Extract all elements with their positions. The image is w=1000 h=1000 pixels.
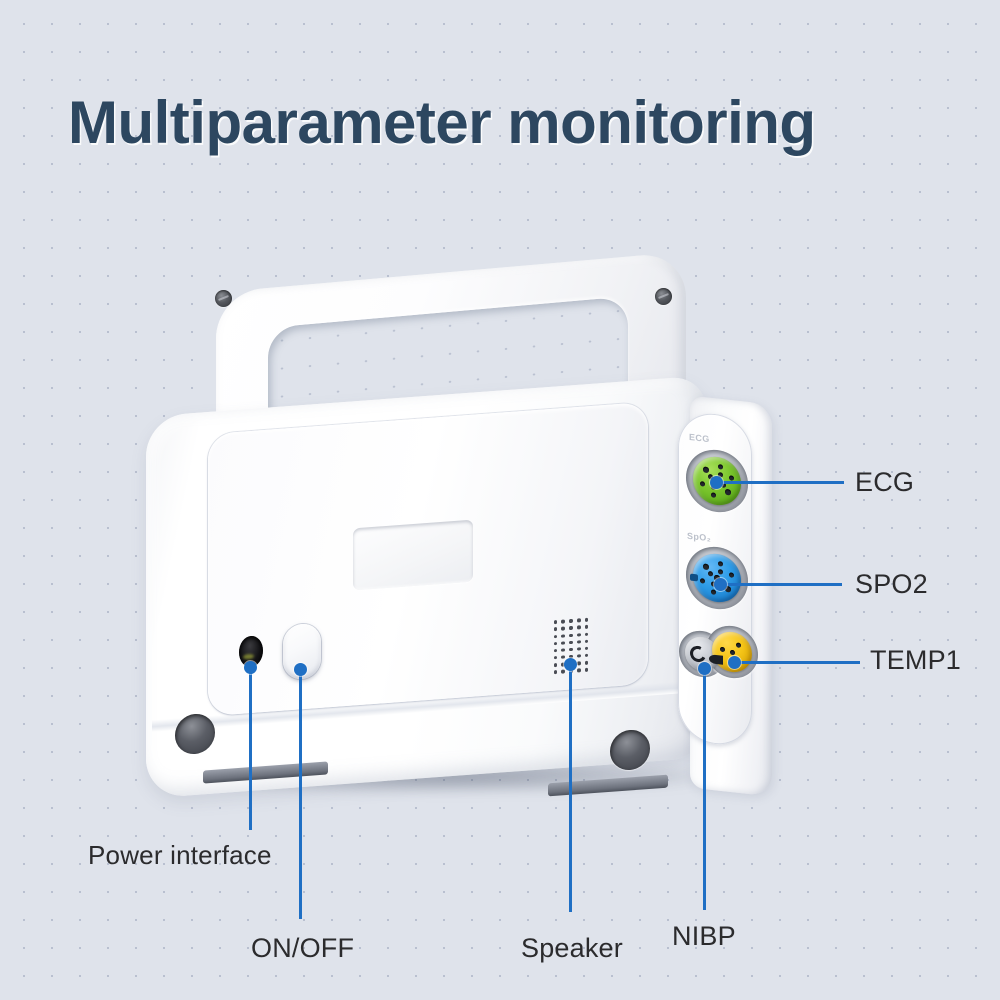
- callout-label-temp1: TEMP1: [870, 645, 962, 675]
- connector-pin-hole: [717, 560, 724, 567]
- speaker-hole: [553, 648, 558, 653]
- callout-anchor-power: [244, 661, 257, 674]
- speaker-hole: [576, 668, 581, 673]
- connector-pin-hole: [719, 646, 725, 653]
- callout-label-onoff: ON/OFF: [251, 933, 355, 963]
- speaker-hole: [553, 670, 558, 675]
- connector-pin-hole: [703, 466, 709, 473]
- speaker-hole: [561, 641, 565, 645]
- speaker-hole: [569, 647, 573, 652]
- connector-pin-hole: [717, 463, 724, 470]
- speaker-hole: [576, 618, 581, 623]
- speaker-hole: [584, 660, 589, 665]
- callout-line-nibp: [703, 668, 706, 910]
- speaker-hole: [584, 653, 589, 658]
- callout-anchor-ecg: [710, 476, 723, 489]
- connector-pin-hole: [735, 642, 741, 648]
- connector-pin-hole: [710, 492, 717, 499]
- callout-anchor-spo2: [714, 578, 727, 591]
- speaker-hole: [584, 632, 589, 637]
- speaker-hole: [553, 641, 558, 646]
- speaker-hole: [576, 632, 581, 637]
- speaker-hole: [561, 669, 565, 674]
- page-title: Multiparameter monitoring: [68, 89, 816, 156]
- speaker-hole: [553, 627, 558, 632]
- speaker-hole: [576, 625, 581, 630]
- callout-label-spo2: SPO2: [855, 569, 928, 599]
- speaker-hole: [553, 655, 558, 660]
- speaker-hole: [569, 626, 573, 631]
- speaker-hole: [553, 634, 558, 639]
- speaker-hole: [576, 661, 581, 666]
- speaker-hole: [569, 619, 573, 623]
- speaker-hole: [561, 619, 565, 624]
- callout-anchor-nibp: [698, 662, 711, 675]
- handle-screw-left-icon: [215, 290, 232, 307]
- connector-pin-hole: [717, 568, 724, 575]
- speaker-hole: [576, 639, 581, 644]
- speaker-hole: [584, 646, 589, 651]
- speaker-hole: [576, 647, 581, 651]
- callout-line-speaker: [569, 664, 572, 912]
- speaker-hole: [569, 633, 573, 638]
- speaker-hole: [584, 617, 589, 622]
- callout-label-nibp: NIBP: [672, 921, 736, 951]
- speaker-hole: [561, 633, 565, 638]
- speaker-hole: [561, 648, 565, 653]
- connector-pin-hole: [703, 563, 709, 570]
- callout-anchor-speaker: [564, 658, 577, 671]
- connector-pin-hole: [699, 577, 706, 584]
- speaker-hole: [553, 663, 558, 667]
- callout-label-speaker: Speaker: [521, 933, 623, 963]
- speaker-hole: [553, 620, 558, 625]
- speaker-hole: [584, 667, 589, 672]
- callout-line-onoff: [299, 669, 302, 919]
- speaker-hole: [561, 626, 565, 631]
- speaker-hole: [584, 625, 589, 629]
- handle-screw-right-icon: [655, 288, 672, 305]
- speaker-hole: [561, 655, 565, 660]
- callout-line-ecg: [716, 481, 844, 484]
- callout-anchor-onoff: [294, 663, 307, 676]
- connector-pin-hole: [729, 649, 735, 655]
- callout-line-temp1: [734, 661, 860, 664]
- connector-pin-hole: [725, 489, 731, 496]
- callout-line-spo2: [720, 583, 842, 586]
- callout-label-ecg: ECG: [855, 467, 915, 497]
- spo2-connector-keyway: [690, 573, 698, 582]
- connector-pin-hole: [699, 480, 706, 487]
- device-label-plate: [353, 519, 473, 591]
- connector-pin-hole: [710, 589, 717, 596]
- callout-anchor-temp1: [728, 656, 741, 669]
- speaker-hole: [569, 640, 573, 645]
- callout-line-power: [249, 667, 252, 830]
- callout-label-power: Power interface: [88, 840, 272, 870]
- connector-pin-hole: [728, 572, 735, 579]
- connector-pin-hole: [707, 570, 714, 577]
- speaker-hole: [576, 654, 581, 659]
- embossed-label-ecg: ECG: [689, 431, 710, 445]
- speaker-hole: [584, 639, 589, 644]
